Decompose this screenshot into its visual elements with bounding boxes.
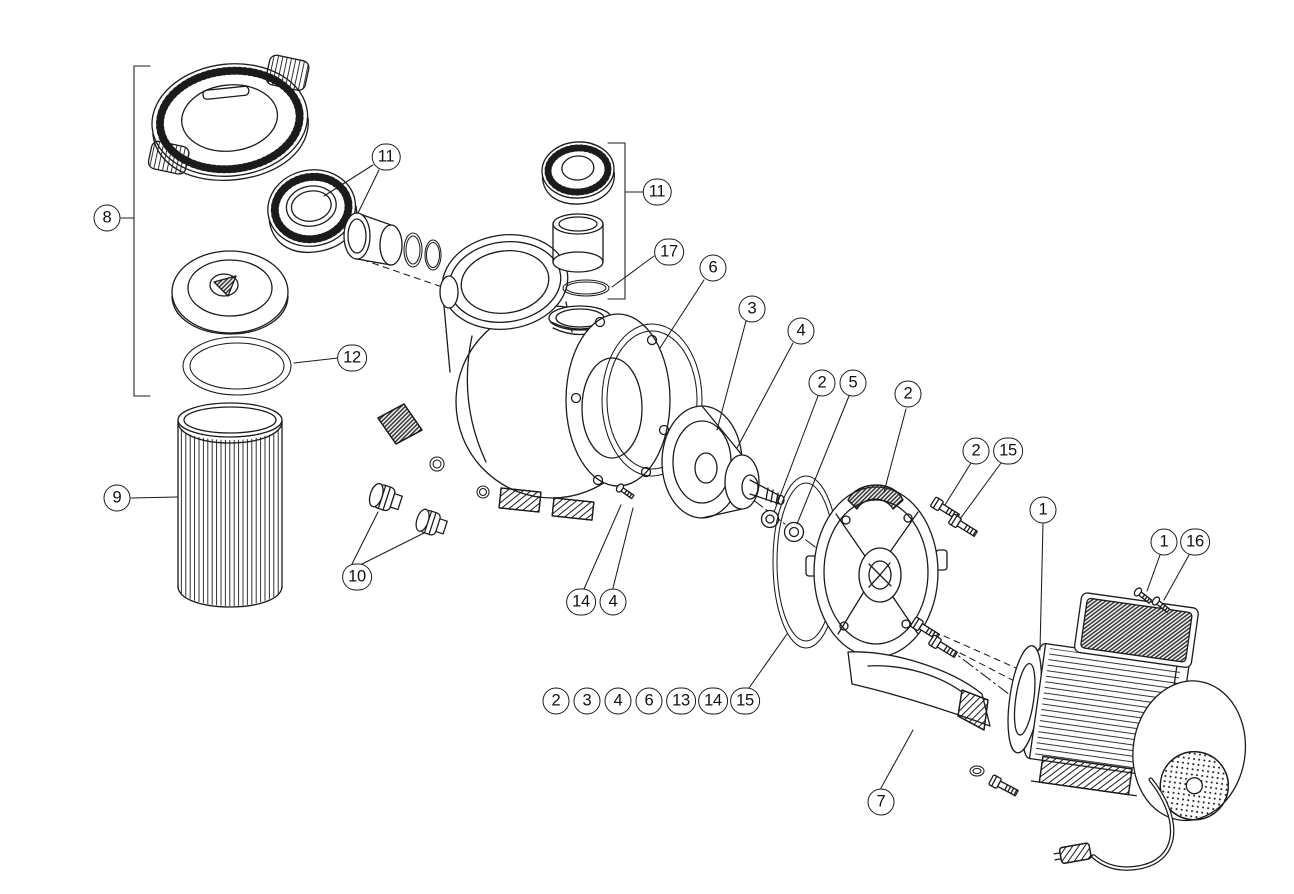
callout-5-8: 5	[839, 369, 867, 397]
callout-1-12: 1	[1029, 496, 1057, 524]
callout-14-18: 14	[566, 588, 596, 616]
callout-14-25: 14	[698, 687, 728, 715]
callout-2-10: 2	[962, 437, 990, 465]
callout-17-3: 17	[654, 238, 684, 266]
callout-9-16: 9	[103, 484, 131, 512]
lid-logo-icon	[213, 275, 237, 297]
callout-6-23: 6	[635, 687, 663, 715]
housing-gasket	[601, 323, 703, 477]
shaft-seal	[760, 509, 805, 543]
strainer-basket	[177, 402, 283, 608]
union-tailpiece	[343, 212, 403, 266]
callout-8-0: 8	[93, 204, 121, 232]
callout-11-1: 11	[371, 143, 401, 171]
clamp-ring	[147, 54, 310, 182]
lid-o-ring	[182, 336, 292, 396]
motor-support-bracket	[847, 651, 991, 731]
callout-10-17: 10	[342, 563, 372, 591]
callout-16-14: 16	[1180, 528, 1210, 556]
callout-3-5: 3	[738, 295, 766, 323]
callout-2-20: 2	[542, 687, 570, 715]
drain-plug-o-ring	[429, 456, 490, 499]
callout-12-15: 12	[337, 344, 367, 372]
callout-4-6: 4	[787, 317, 815, 345]
discharge-tailpiece	[552, 213, 604, 273]
drain-plug	[368, 482, 403, 512]
seal-plate	[805, 484, 948, 658]
discharge-o-ring	[562, 279, 610, 297]
callout-15-11: 15	[993, 437, 1023, 465]
motor	[1007, 592, 1247, 871]
pump-lid	[171, 250, 289, 335]
clamp-cam-icon	[377, 403, 423, 445]
callout-13-24: 13	[666, 687, 696, 715]
discharge-union-nut	[541, 141, 615, 205]
callout-1-13: 1	[1150, 528, 1178, 556]
callout-4-22: 4	[604, 687, 632, 715]
callout-6-4: 6	[699, 254, 727, 282]
callout-11-2: 11	[642, 178, 672, 206]
callout-2-9: 2	[894, 380, 922, 408]
callout-7-27: 7	[867, 788, 895, 816]
callout-3-21: 3	[573, 687, 601, 715]
drain-plug	[415, 508, 448, 536]
impeller	[724, 454, 785, 510]
pump-housing	[439, 233, 671, 521]
diffuser	[661, 405, 743, 519]
washer	[969, 765, 985, 777]
callout-15-26: 15	[730, 687, 760, 715]
callout-2-7: 2	[808, 369, 836, 397]
callout-leader-lines	[120, 65, 1190, 789]
union-o-rings	[403, 232, 442, 271]
callout-4-19: 4	[599, 588, 627, 616]
power-cord-plug	[1053, 842, 1092, 864]
